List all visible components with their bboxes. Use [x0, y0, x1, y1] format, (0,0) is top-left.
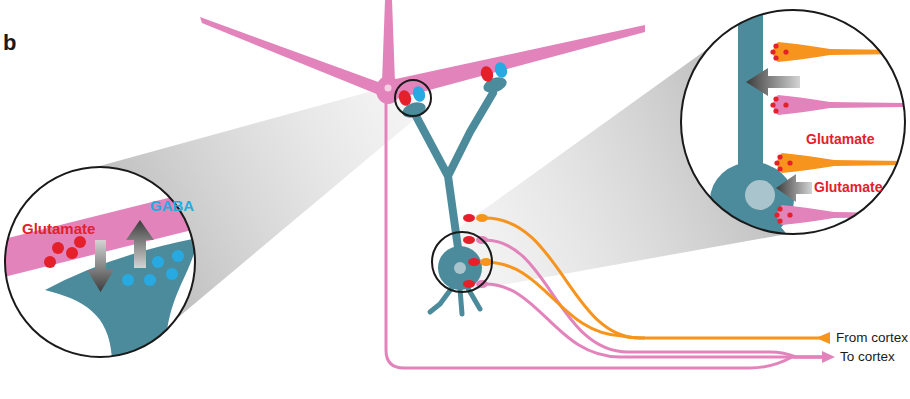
glutamate-vesicle: [770, 102, 775, 107]
orange-axon: [485, 218, 828, 338]
zoom-content: [710, 0, 910, 250]
gaba-contact: [493, 61, 509, 80]
glutamate-vesicle: [74, 236, 86, 248]
pink-dendrite: [382, 0, 395, 82]
glutamate-contact: [479, 65, 495, 84]
zoom-circle-outline: [681, 10, 905, 234]
orange-terminal: [773, 42, 910, 62]
transmitter-label: GABA: [150, 197, 194, 214]
zoom-marker: [432, 232, 492, 292]
glutamate-vesicle: [777, 206, 782, 211]
teal-nucleus: [454, 262, 466, 274]
arrow-head: [816, 332, 830, 344]
glutamate-vesicle: [770, 49, 775, 54]
glutamate-contact: [397, 89, 413, 108]
gaba-contact: [411, 85, 427, 104]
zoom-marker: [395, 80, 431, 116]
arrow-head: [822, 351, 835, 363]
glutamate-contact: [463, 236, 475, 244]
glutamate-vesicle: [773, 108, 778, 113]
pathway-label: To cortex: [840, 349, 895, 365]
release-arrow: [87, 240, 114, 292]
release-arrow: [776, 174, 812, 202]
pathway-label: From cortex: [836, 330, 908, 346]
glutamate-contact: [463, 280, 475, 288]
transmitter-label: Glutamate: [806, 131, 874, 147]
pink-dendrite: [391, 25, 645, 99]
gaba-vesicle: [172, 250, 184, 262]
glutamate-vesicle: [774, 212, 779, 217]
transmitter-label: Glutamate: [22, 220, 95, 237]
glutamate-vesicle: [66, 247, 78, 259]
gaba-vesicle: [144, 274, 156, 286]
gaba-vesicle: [166, 268, 178, 280]
glutamate-vesicle: [787, 160, 792, 165]
gaba-vesicle: [152, 256, 164, 268]
release-arrow: [126, 220, 154, 268]
transmitter-label: Glutamate: [814, 179, 882, 195]
zoom-content: [0, 190, 200, 360]
orange-axon: [485, 262, 645, 338]
glutamate-vesicle: [777, 154, 782, 159]
orange-terminal: [476, 214, 488, 222]
glutamate-vesicle: [774, 160, 779, 165]
glutamate-vesicle: [777, 218, 782, 223]
glutamate-vesicle: [773, 55, 778, 60]
release-arrow: [746, 68, 800, 96]
glutamate-vesicle: [773, 43, 778, 48]
glutamate-vesicle: [44, 256, 56, 268]
teal-bulb: [45, 238, 198, 360]
glutamate-vesicle: [52, 242, 64, 254]
pink-terminal: [773, 95, 910, 115]
teal-soma: [438, 246, 482, 290]
pink-dendrite: [200, 17, 384, 97]
teal-nucleus: [745, 180, 775, 210]
glutamate-contact: [463, 214, 475, 222]
gaba-vesicle: [122, 274, 134, 286]
glutamate-contact: [468, 258, 480, 266]
glutamate-vesicle: [773, 96, 778, 101]
teal-dendrite: [738, 0, 763, 190]
zoom-circle-outline: [5, 167, 195, 357]
teal-dendrite: [712, 228, 792, 250]
pink-axon: [485, 284, 824, 357]
pink-nucleus: [385, 85, 392, 92]
orange-terminal: [777, 153, 910, 173]
glutamate-vesicle: [777, 166, 782, 171]
glutamate-vesicle: [783, 49, 788, 54]
glutamate-vesicle: [787, 212, 792, 217]
orange-terminal: [480, 258, 492, 266]
teal-dendrite: [416, 93, 493, 255]
glutamate-vesicle: [783, 102, 788, 107]
panel-letter: b: [3, 30, 16, 55]
